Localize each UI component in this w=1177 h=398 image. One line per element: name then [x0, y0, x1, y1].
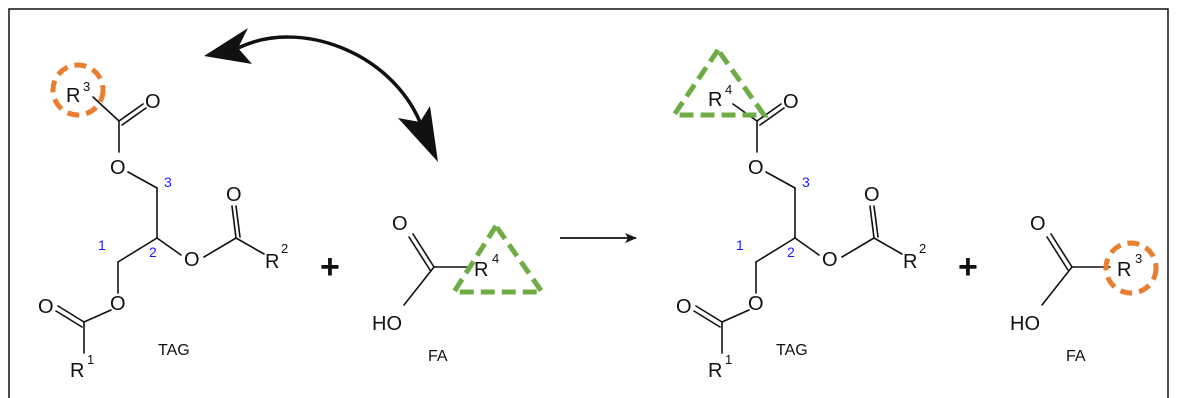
r1-group-atom: R [708, 360, 722, 382]
position-number-2: 2 [149, 244, 157, 260]
plus-operator: + [320, 248, 340, 286]
r1-superscript: 1 [87, 352, 94, 367]
carbonyl-oxygen: O [1030, 213, 1046, 235]
carbonyl-oxygen: O [145, 91, 161, 113]
ester-oxygen: O [110, 157, 126, 179]
r3-group-atom: R [1117, 259, 1131, 281]
left-tag-label: TAG [158, 342, 190, 359]
r4-superscript: 4 [492, 251, 499, 266]
ester-oxygen: O [748, 157, 764, 179]
left-tag-molecule: R 3 O O O O R 2 O O R 1 3 2 1 TAG [38, 62, 288, 382]
ester-oxygen: O [110, 293, 126, 315]
r4-superscript: 4 [725, 82, 732, 97]
position-number-1: 1 [98, 237, 106, 253]
r2-group-atom: R [265, 251, 279, 273]
ester-oxygen: O [822, 249, 838, 271]
position-number-3: 3 [164, 174, 172, 190]
arrowhead-right [398, 106, 438, 162]
right-fa-label: FA [1066, 348, 1086, 365]
arrowhead-left [204, 28, 252, 64]
carbonyl-oxygen: O [676, 296, 692, 318]
dashed-circle-icon [1103, 240, 1159, 296]
hydroxyl-group: HO [1010, 313, 1040, 335]
r1-group-atom: R [70, 360, 84, 382]
dashed-circle-icon [50, 62, 106, 118]
r1-superscript: 1 [725, 352, 732, 367]
carbonyl-oxygen: O [783, 91, 799, 113]
r4-group-atom: R [474, 259, 488, 281]
curved-double-arrow-icon [237, 35, 422, 123]
left-fa-molecule: O HO R 4 FA [372, 213, 547, 365]
plus-operator: + [958, 248, 978, 286]
position-number-2: 2 [787, 244, 795, 260]
carbonyl-oxygen: O [226, 184, 242, 206]
left-fa-label: FA [428, 348, 448, 365]
right-fa-molecule: O HO R 3 FA [1010, 213, 1159, 365]
position-number-3: 3 [802, 174, 810, 190]
ester-oxygen: O [748, 293, 764, 315]
r4-group-atom: R [708, 89, 722, 111]
carbonyl-oxygen: O [392, 213, 408, 235]
r3-superscript: 3 [1135, 251, 1142, 266]
carbonyl-oxygen: O [864, 184, 880, 206]
right-tag-label: TAG [776, 342, 808, 359]
right-tag-molecule: R 4 O O O O R 2 O O R 1 3 2 1 TAG [669, 45, 926, 382]
r2-superscript: 2 [919, 241, 926, 256]
r3-group-atom: R [66, 85, 80, 107]
position-number-1: 1 [736, 237, 744, 253]
hydroxyl-group: HO [372, 313, 402, 335]
r2-group-atom: R [903, 251, 917, 273]
r2-superscript: 2 [281, 241, 288, 256]
ester-oxygen: O [184, 249, 200, 271]
figure-frame [8, 8, 1169, 398]
carbonyl-oxygen: O [38, 296, 54, 318]
r3-superscript: 3 [83, 79, 90, 94]
